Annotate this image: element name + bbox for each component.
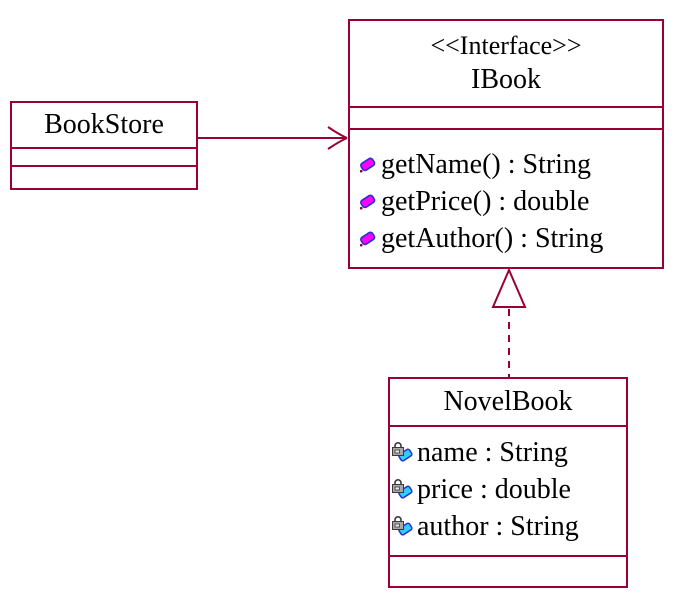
operation-row: getName() : String xyxy=(357,146,658,183)
association-arrow[interactable] xyxy=(198,126,348,150)
operation-label: getName() : String xyxy=(381,148,591,180)
novelbook-attributes-compartment: name : String price : double xyxy=(390,425,626,555)
novelbook-operations-compartment xyxy=(390,555,626,586)
operation-label: getPrice() : double xyxy=(381,185,590,217)
operation-row: getAuthor() : String xyxy=(357,220,658,257)
public-operation-icon xyxy=(357,154,378,175)
attribute-row: author : String xyxy=(391,508,624,545)
ibook-interface-name: IBook xyxy=(471,63,541,95)
ibook-title-compartment: <<Interface>> IBook xyxy=(350,21,662,106)
bookstore-operations-compartment xyxy=(12,165,196,188)
class-box-novelbook[interactable]: NovelBook name : String xyxy=(388,377,628,588)
novelbook-class-name: NovelBook xyxy=(443,386,573,417)
attribute-label: name : String xyxy=(417,436,568,468)
novelbook-title-compartment: NovelBook xyxy=(390,379,626,425)
interface-box-ibook[interactable]: <<Interface>> IBook getName() : String xyxy=(348,19,664,269)
operation-row: getPrice() : double xyxy=(357,183,658,220)
public-operation-icon xyxy=(357,191,378,212)
attribute-label: price : double xyxy=(417,473,571,505)
operation-label: getAuthor() : String xyxy=(381,222,604,254)
attribute-row: name : String xyxy=(391,434,624,471)
bookstore-class-name: BookStore xyxy=(44,109,164,140)
ibook-operations-compartment: getName() : String getPrice() : double xyxy=(350,128,662,267)
attribute-label: author : String xyxy=(417,510,579,542)
private-attribute-lock-icon xyxy=(391,441,414,464)
bookstore-attributes-compartment xyxy=(12,147,196,165)
ibook-stereotype: <<Interface>> xyxy=(430,30,582,60)
private-attribute-lock-icon xyxy=(391,515,414,538)
class-box-bookstore[interactable]: BookStore xyxy=(10,101,198,190)
realization-arrow[interactable] xyxy=(491,267,527,377)
ibook-attributes-compartment xyxy=(350,106,662,128)
attribute-row: price : double xyxy=(391,471,624,508)
bookstore-title-compartment: BookStore xyxy=(12,103,196,147)
private-attribute-lock-icon xyxy=(391,478,414,501)
public-operation-icon xyxy=(357,228,378,249)
